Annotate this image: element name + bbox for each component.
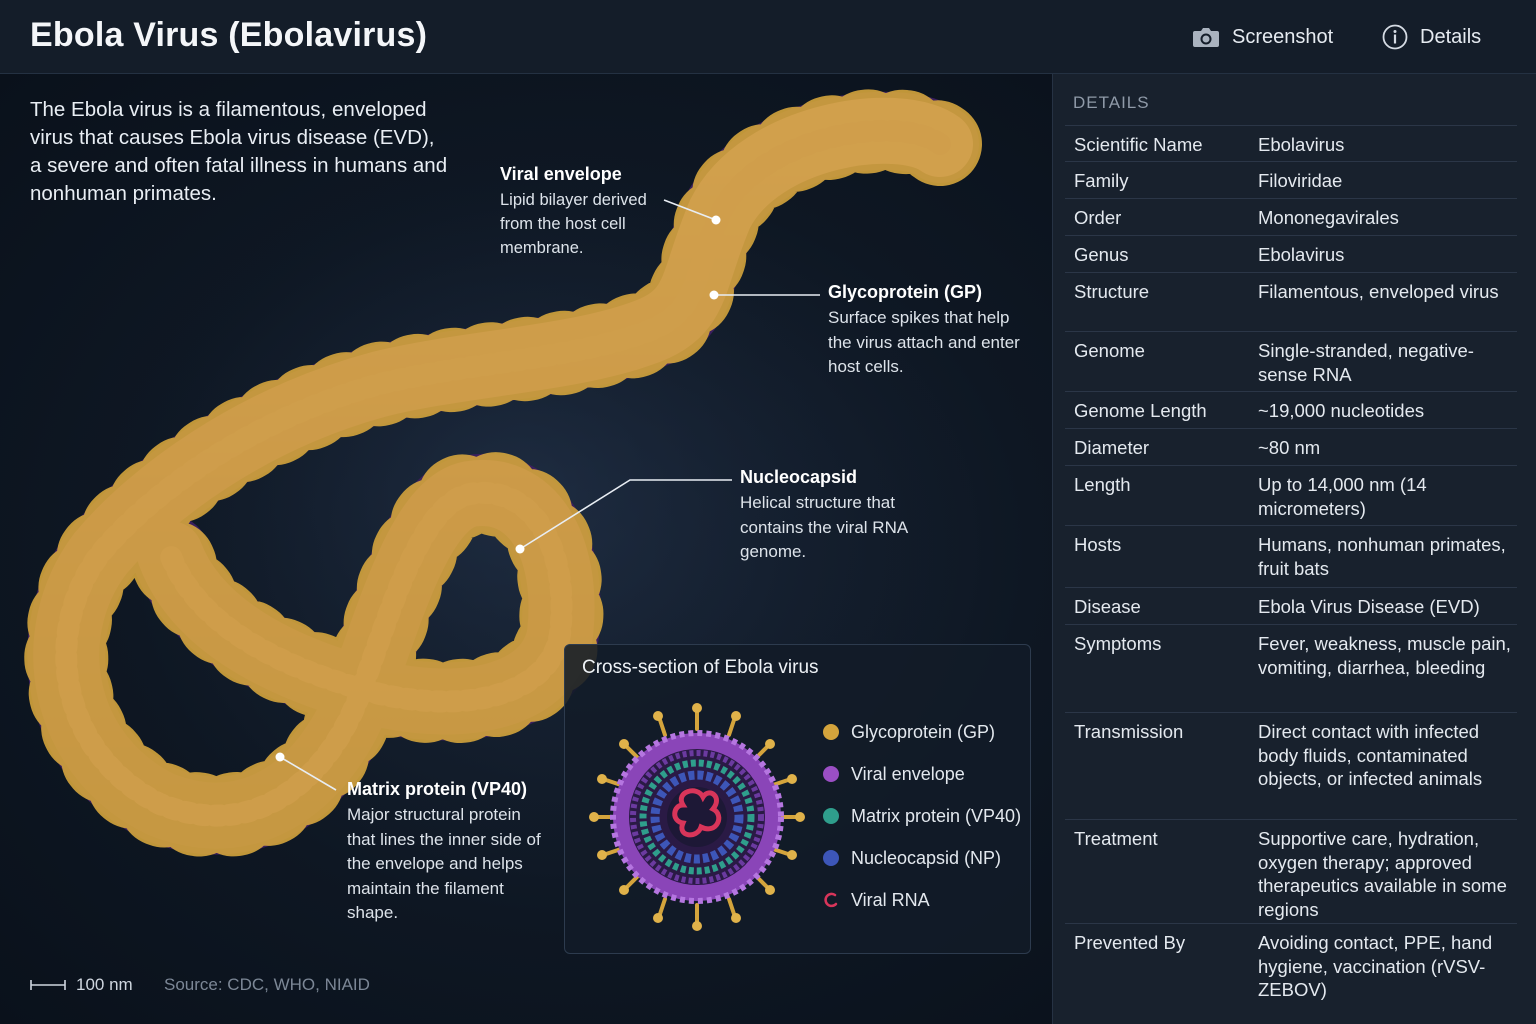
- annotation-glycoprotein: Glycoprotein (GP) Surface spikes that he…: [828, 282, 1028, 380]
- annotation-viral-envelope: Viral envelope Lipid bilayer derived fro…: [500, 164, 680, 260]
- detail-value: Ebolavirus: [1258, 134, 1345, 155]
- legend-label: Nucleocapsid (NP): [851, 847, 1002, 868]
- page-title: Ebola Virus (Ebolavirus): [30, 16, 428, 54]
- legend-item: Viral envelope: [823, 753, 1021, 795]
- legend-label: Glycoprotein (GP): [851, 721, 996, 742]
- detail-value: Mononegavirales: [1258, 207, 1399, 228]
- virus-filament: [24, 88, 982, 858]
- table-row: Scientific Name Ebolavirus: [1065, 125, 1517, 162]
- screenshot-button[interactable]: Screenshot: [1192, 22, 1333, 52]
- detail-value: ~19,000 nucleotides: [1258, 400, 1425, 421]
- detail-key: Structure: [1074, 281, 1150, 302]
- scale-label: 100 nm: [76, 975, 133, 994]
- detail-value: Up to 14,000 nm (14 micrometers): [1258, 474, 1427, 519]
- details-label: Details: [1420, 25, 1482, 48]
- cross-section-panel: Cross-section of Ebola virus: [564, 644, 1031, 954]
- details-table: Scientific Name Ebolavirus Family Filovi…: [1065, 125, 1517, 1010]
- annotation-title: Nucleocapsid: [740, 467, 858, 487]
- table-row: Prevented By Avoiding contact, PPE, hand…: [1065, 924, 1517, 1010]
- annotation-matrix-protein: Matrix protein (VP40) Major structural p…: [347, 779, 547, 926]
- table-row: Transmission Direct contact with infecte…: [1065, 713, 1517, 820]
- legend-item: Glycoprotein (GP): [823, 711, 1021, 753]
- detail-key: Symptoms: [1074, 633, 1162, 654]
- detail-key: Scientific Name: [1074, 134, 1203, 155]
- scale-bar: 100 nm: [30, 975, 133, 995]
- matrix-marker-dot: [275, 752, 285, 762]
- envelope-swatch: [823, 766, 839, 782]
- table-row: Genome Length ~19,000 nucleotides: [1065, 392, 1517, 429]
- cross-section-legend: Glycoprotein (GP) Viral envelope Matrix …: [823, 711, 1021, 921]
- leader-lines: [279, 199, 820, 791]
- nucleocapsid-swatch: [823, 850, 839, 866]
- table-row: Genus Ebolavirus: [1065, 236, 1517, 273]
- matrix-swatch: [823, 808, 839, 824]
- camera-icon: [1192, 25, 1220, 49]
- detail-key: Prevented By: [1074, 932, 1186, 953]
- detail-key: Transmission: [1074, 721, 1184, 742]
- annotation-nucleocapsid: Nucleocapsid Helical structure that cont…: [740, 467, 940, 565]
- table-row: Length Up to 14,000 nm (14 micrometers): [1065, 466, 1517, 526]
- annotation-description: Lipid bilayer derived from the host cell…: [500, 191, 647, 257]
- detail-value: Humans, nonhuman primates, fruit bats: [1258, 534, 1506, 579]
- table-row: Genome Single-stranded, negative-sense R…: [1065, 332, 1517, 392]
- legend-item: Nucleocapsid (NP): [823, 837, 1021, 879]
- nucleocapsid-marker-dot: [515, 544, 525, 554]
- table-row: Diameter ~80 nm: [1065, 429, 1517, 466]
- cross-section-title: Cross-section of Ebola virus: [582, 657, 819, 678]
- illustration-area: The Ebola virus is a filamentous, envelo…: [0, 74, 1052, 1024]
- details-button[interactable]: Details: [1382, 22, 1481, 52]
- top-bar: Ebola Virus (Ebolavirus) Screenshot Deta…: [0, 0, 1536, 74]
- annotation-description: Major structural protein that lines the …: [347, 805, 541, 922]
- legend-item: Matrix protein (VP40): [823, 795, 1021, 837]
- source-credit: Source: CDC, WHO, NIAID: [164, 975, 370, 994]
- rna-swatch-icon: [823, 892, 839, 908]
- table-row: Order Mononegavirales: [1065, 199, 1517, 236]
- glycoprotein-swatch: [823, 724, 839, 740]
- detail-key: Genus: [1074, 244, 1129, 265]
- detail-key: Treatment: [1074, 828, 1158, 849]
- detail-key: Diameter: [1074, 437, 1150, 458]
- detail-value: Single-stranded, negative-sense RNA: [1258, 340, 1474, 385]
- annotation-title: Matrix protein (VP40): [347, 779, 528, 799]
- envelope-marker-dot: [711, 215, 721, 225]
- detail-key: Genome: [1074, 340, 1145, 361]
- detail-key: Disease: [1074, 596, 1141, 617]
- legend-item: Viral RNA: [823, 879, 1021, 921]
- legend-label: Matrix protein (VP40): [851, 805, 1022, 826]
- detail-value: Filoviridae: [1258, 170, 1343, 191]
- legend-label: Viral RNA: [851, 889, 930, 910]
- table-row: Hosts Humans, nonhuman primates, fruit b…: [1065, 526, 1517, 588]
- glycoprotein-marker-dot: [709, 290, 719, 300]
- detail-value: Supportive care, hydration, oxygen thera…: [1258, 828, 1507, 920]
- table-row: Structure Filamentous, enveloped virus: [1065, 273, 1517, 332]
- details-heading: DETAILS: [1073, 93, 1150, 112]
- detail-key: Order: [1074, 207, 1122, 228]
- annotation-description: Helical structure that contains the vira…: [740, 493, 908, 561]
- detail-value: Direct contact with infected body fluids…: [1258, 721, 1483, 789]
- detail-value: Ebolavirus: [1258, 244, 1345, 265]
- annotation-title: Viral envelope: [500, 164, 622, 184]
- detail-value: ~80 nm: [1258, 437, 1321, 458]
- detail-key: Genome Length: [1074, 400, 1207, 421]
- scale-bar-icon: [30, 980, 66, 990]
- legend-label: Viral envelope: [851, 763, 965, 784]
- table-row: Family Filoviridae: [1065, 162, 1517, 199]
- detail-key: Length: [1074, 474, 1131, 495]
- intro-text: The Ebola virus is a filamentous, envelo…: [30, 98, 448, 205]
- details-panel: DETAILS Scientific Name Ebolavirus Famil…: [1052, 74, 1536, 1024]
- detail-value: Fever, weakness, muscle pain, vomiting, …: [1258, 633, 1511, 678]
- detail-key: Family: [1074, 170, 1129, 191]
- annotation-title: Glycoprotein (GP): [828, 282, 983, 302]
- detail-value: Filamentous, enveloped virus: [1258, 281, 1499, 302]
- table-row: Treatment Supportive care, hydration, ox…: [1065, 820, 1517, 924]
- info-icon: [1382, 24, 1408, 50]
- annotation-description: Surface spikes that help the virus attac…: [828, 308, 1020, 376]
- screenshot-label: Screenshot: [1232, 25, 1334, 48]
- table-row: Symptoms Fever, weakness, muscle pain, v…: [1065, 625, 1517, 713]
- detail-value: Ebola Virus Disease (EVD): [1258, 596, 1480, 617]
- table-row: Disease Ebola Virus Disease (EVD): [1065, 588, 1517, 625]
- cross-section-diagram: [589, 703, 805, 931]
- detail-value: Avoiding contact, PPE, hand hygiene, vac…: [1258, 932, 1493, 1000]
- detail-key: Hosts: [1074, 534, 1122, 555]
